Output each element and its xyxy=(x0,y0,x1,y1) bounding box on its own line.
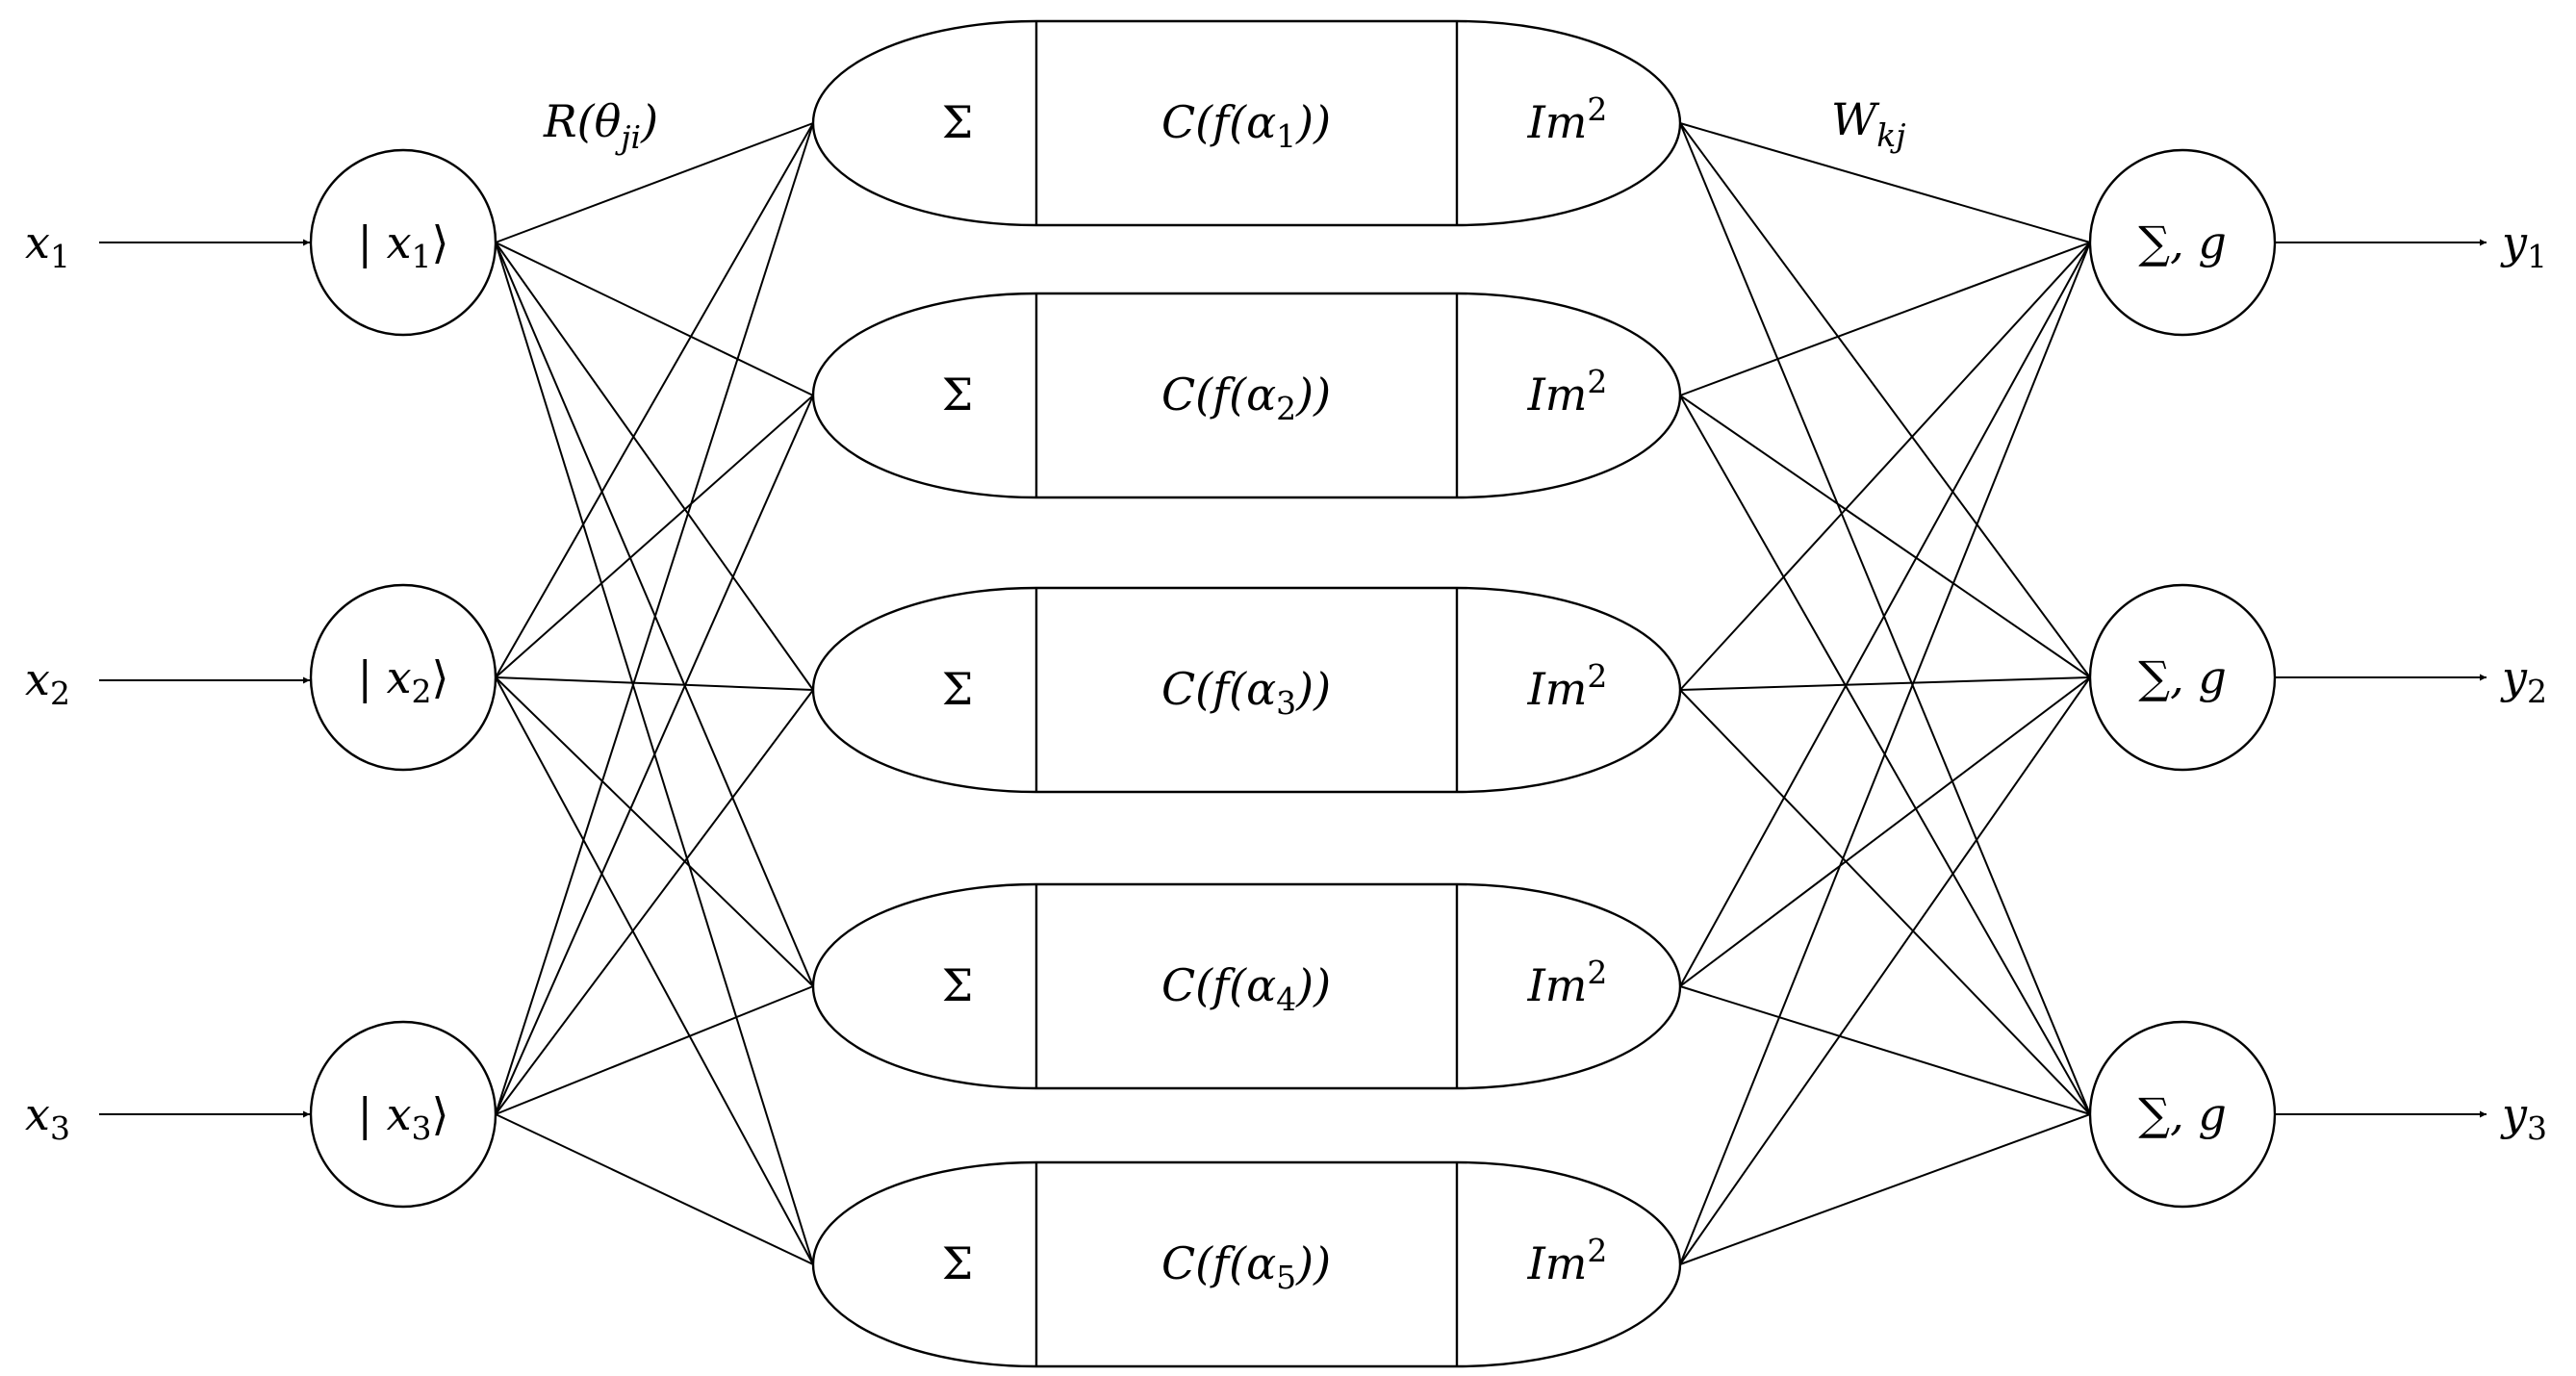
hidden-activation-2: C(f(α2)) xyxy=(1161,369,1331,427)
weight-connection-1-3 xyxy=(1679,122,2091,1115)
hidden-neuron-1: Σ C(f(α1)) Im2 xyxy=(811,19,1682,227)
rotation-connection-3-5 xyxy=(495,1113,814,1265)
hidden-activation-1: C(f(α1)) xyxy=(1161,96,1331,155)
hidden-sum-symbol-3: Σ xyxy=(942,663,974,715)
input-label-1: x1 xyxy=(25,217,70,275)
rotation-connection-2-5 xyxy=(495,676,814,1265)
rotation-connection-1-3 xyxy=(495,242,814,691)
weight-connection-3-1 xyxy=(1679,242,2091,691)
hidden-activation-3: C(f(α3)) xyxy=(1161,663,1331,722)
rotation-connection-2-4 xyxy=(495,676,814,987)
rotation-connection-3-1 xyxy=(495,122,814,1115)
input-arrows xyxy=(99,239,310,1118)
weight-connection-5-2 xyxy=(1679,676,2091,1265)
input-label-3: x3 xyxy=(25,1088,70,1147)
weight-connection-2-2 xyxy=(1679,395,2091,678)
rotation-connection-2-1 xyxy=(495,122,814,678)
hidden-neuron-5: Σ C(f(α5)) Im2 xyxy=(811,1160,1682,1368)
input-node-2: | x2⟩ xyxy=(309,583,497,772)
weight-connection-1-1 xyxy=(1679,122,2091,243)
rotation-connection-3-3 xyxy=(495,689,814,1115)
output-arrows xyxy=(2275,239,2487,1118)
weight-connection-4-1 xyxy=(1679,242,2091,987)
weight-connection-4-3 xyxy=(1679,985,2091,1115)
hidden-neuron-3: Σ C(f(α3)) Im2 xyxy=(811,586,1682,794)
output-node-label-3: ∑, g xyxy=(2138,1088,2227,1140)
rotation-weight-label: R(θji) xyxy=(543,95,658,156)
weight-connection-5-3 xyxy=(1679,1113,2091,1265)
hidden-sum-symbol-5: Σ xyxy=(942,1237,974,1289)
output-label-2: y2 xyxy=(2500,651,2547,710)
output-label-3: y3 xyxy=(2500,1088,2547,1147)
rotation-connection-3-4 xyxy=(495,985,814,1115)
rotation-connection-1-4 xyxy=(495,242,814,987)
weight-connection-1-2 xyxy=(1679,122,2091,678)
input-node-label-3: | x3⟩ xyxy=(357,1088,448,1147)
hidden-sum-symbol-4: Σ xyxy=(942,959,974,1011)
output-node-3: ∑, g xyxy=(2088,1020,2277,1209)
weight-connection-3-2 xyxy=(1679,676,2091,691)
input-node-label-1: | x1⟩ xyxy=(357,217,448,275)
hidden-output-4: Im2 xyxy=(1527,954,1608,1011)
hidden-neuron-2: Σ C(f(α2)) Im2 xyxy=(811,292,1682,499)
hidden-neuron-4: Σ C(f(α4)) Im2 xyxy=(811,882,1682,1090)
input-label-2: x2 xyxy=(25,653,70,712)
input-node-label-2: | x2⟩ xyxy=(357,651,448,710)
weight-connection-2-1 xyxy=(1679,242,2091,396)
output-weight-label: Wkj xyxy=(1831,93,1906,154)
output-node-label-1: ∑, g xyxy=(2138,217,2227,268)
output-label-1: y1 xyxy=(2500,217,2547,275)
input-node-1: | x1⟩ xyxy=(309,148,497,337)
hidden-output-2: Im2 xyxy=(1527,363,1608,420)
hidden-activation-4: C(f(α4)) xyxy=(1161,959,1331,1018)
rotation-connection-3-2 xyxy=(495,395,814,1115)
output-node-label-2: ∑, g xyxy=(2138,651,2227,703)
rotation-connection-2-3 xyxy=(495,676,814,691)
connections xyxy=(495,122,2091,1265)
hidden-output-5: Im2 xyxy=(1527,1232,1608,1289)
weight-connection-4-2 xyxy=(1679,676,2091,987)
weight-connection-5-1 xyxy=(1679,242,2091,1265)
output-node-1: ∑, g xyxy=(2088,148,2277,337)
hidden-output-3: Im2 xyxy=(1527,657,1608,715)
rotation-connection-1-1 xyxy=(495,122,814,243)
input-node-3: | x3⟩ xyxy=(309,1020,497,1209)
hidden-sum-symbol-1: Σ xyxy=(942,96,974,148)
weight-connection-3-3 xyxy=(1679,689,2091,1115)
rotation-connection-1-2 xyxy=(495,242,814,396)
hidden-activation-5: C(f(α5)) xyxy=(1161,1237,1331,1296)
hidden-sum-symbol-2: Σ xyxy=(942,369,974,420)
rotation-connection-2-2 xyxy=(495,395,814,678)
hidden-output-1: Im2 xyxy=(1527,90,1608,148)
output-node-2: ∑, g xyxy=(2088,583,2277,772)
